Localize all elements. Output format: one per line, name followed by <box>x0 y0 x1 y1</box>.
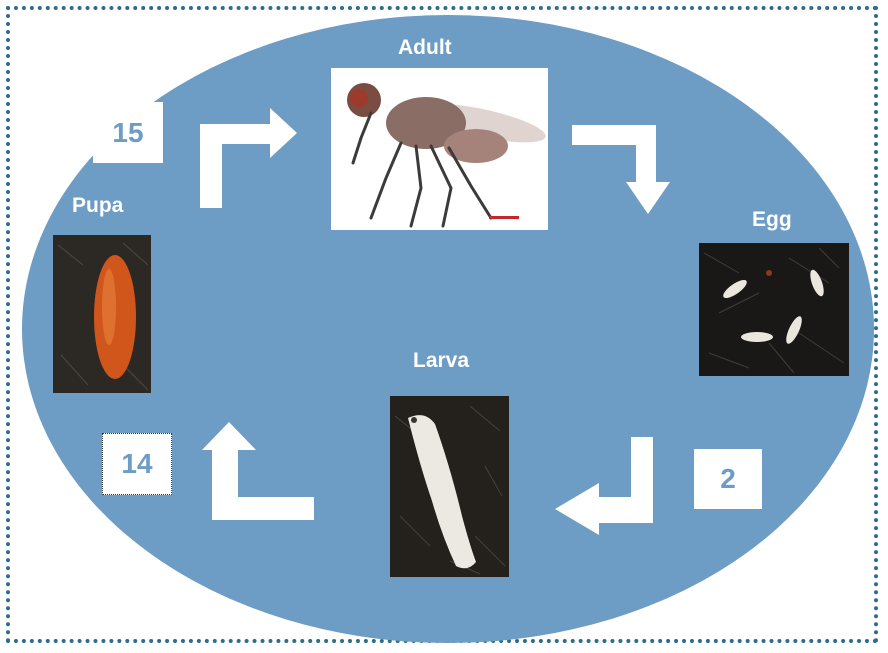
duration-box-2: 2 <box>694 449 762 509</box>
label-adult: Adult <box>398 36 452 60</box>
arrow-egg-to-larva-icon <box>555 437 653 535</box>
label-larva: Larva <box>413 349 469 373</box>
arrow-adult-to-egg-icon <box>572 125 670 214</box>
larva-photo <box>390 396 509 577</box>
egg-photo <box>699 243 849 376</box>
arrow-pupa-to-adult-icon <box>200 108 297 208</box>
label-pupa: Pupa <box>72 194 123 218</box>
adult-fly-photo <box>331 68 548 230</box>
pupa-photo <box>53 235 151 393</box>
duration-box-14: 14 <box>102 433 172 495</box>
arrow-larva-to-pupa-icon <box>202 422 314 520</box>
label-egg: Egg <box>752 208 792 232</box>
duration-box-15: 15 <box>93 102 163 163</box>
